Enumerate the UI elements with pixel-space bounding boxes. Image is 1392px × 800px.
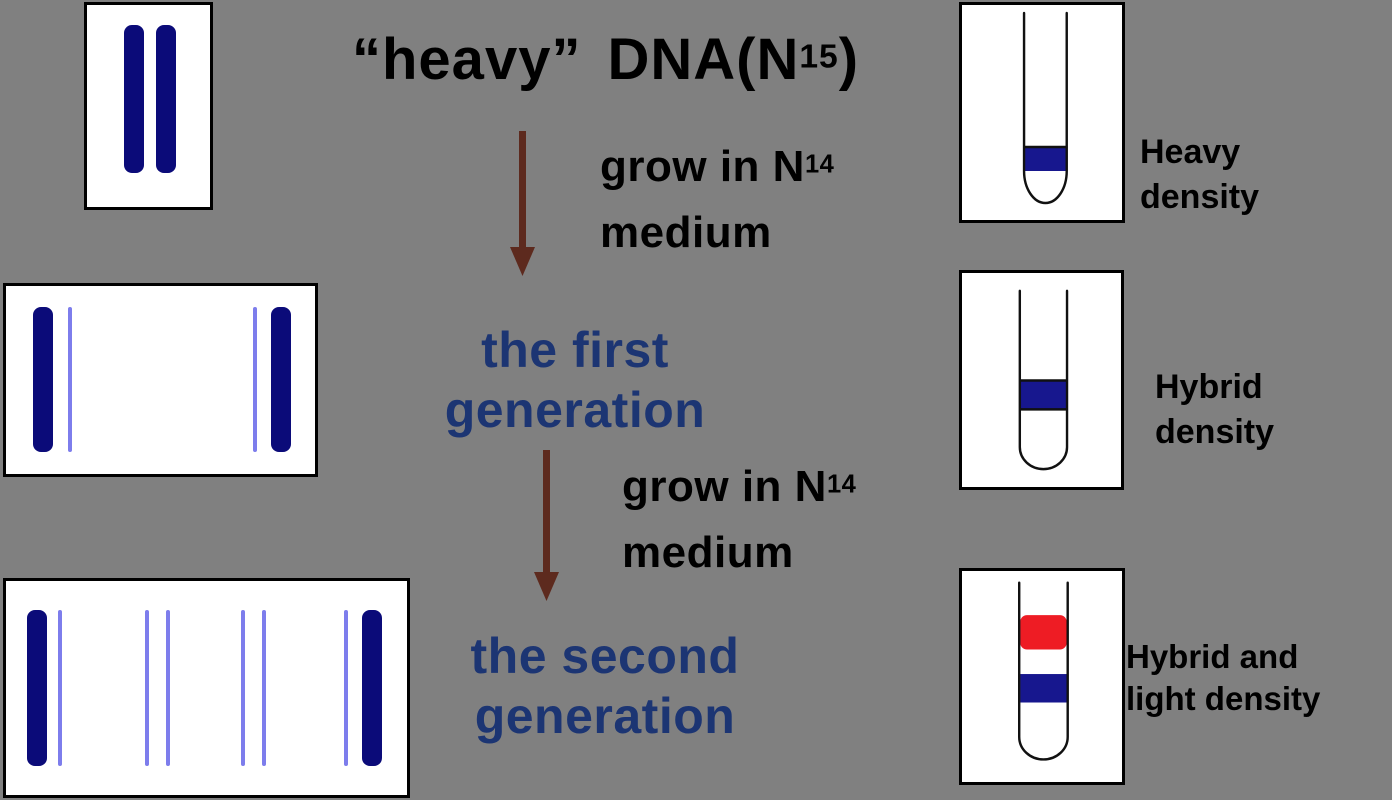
centrifuge-tube: [1022, 11, 1068, 205]
first-generation-line1: the first: [481, 322, 669, 378]
hybrid-density-label: Hybrid density: [1155, 365, 1274, 455]
heavy-density-label: Heavy density: [1140, 130, 1259, 220]
hybrid-light-density-tube-box: [959, 568, 1125, 785]
centrifuge-tube: [1018, 581, 1069, 761]
light-strand-bar: [166, 610, 171, 766]
first-generation-dna-box: [3, 283, 318, 477]
light-strand-bar: [144, 610, 149, 766]
grow-1-isotope: 14: [804, 150, 835, 179]
hybrid-light-density-label: Hybrid and light density: [1126, 636, 1320, 720]
light-strand-bar: [262, 610, 267, 766]
light-strand-bar: [67, 307, 72, 452]
grow-2-isotope: 14: [826, 470, 857, 499]
tube-outline: [1022, 11, 1068, 205]
heavy-strand-bar: [361, 610, 382, 766]
heavy-strand-bar: [123, 25, 144, 173]
grow-1-line2: medium: [600, 208, 772, 257]
tube-outline: [1018, 581, 1069, 761]
down-arrow-2: [534, 450, 559, 601]
heavy-density-tube-box: [959, 2, 1125, 223]
heavy-strand-bar: [26, 610, 47, 766]
second-generation-line1: the second: [470, 628, 740, 684]
heavy-strand-bar: [155, 25, 176, 173]
page-title: “heavy” DNA(N15): [352, 26, 859, 93]
heavy-density-label-line2: density: [1140, 178, 1260, 216]
title-dna-text: DNA(N: [607, 27, 800, 92]
hybrid-density-label-line1: Hybrid: [1155, 368, 1263, 406]
heavy-strand-bar: [33, 307, 54, 452]
tube-outline: [1018, 289, 1069, 471]
title-close-paren: ): [838, 27, 860, 92]
first-generation-label: the first generation: [430, 320, 720, 440]
light-strand-bar: [58, 610, 63, 766]
grow-2-line2: medium: [622, 528, 794, 577]
light-strand-bar: [241, 610, 246, 766]
grow-step-1-label: grow in N14 medium: [600, 134, 834, 266]
grow-2-line1: grow in N: [622, 462, 827, 511]
hybrid-density-tube-box: [959, 270, 1124, 490]
hybrid-light-density-label-line1: Hybrid and: [1126, 638, 1299, 675]
second-generation-dna-box: [3, 578, 410, 798]
heavy-strand-bar: [270, 307, 291, 452]
second-generation-label: the second generation: [450, 626, 760, 746]
light-dna-band: [1020, 615, 1067, 650]
down-arrow-1: [510, 131, 535, 276]
hybrid-density-label-line2: density: [1155, 413, 1275, 451]
parental-dna-box: [84, 2, 213, 210]
centrifuge-tube: [1018, 289, 1069, 471]
title-isotope-superscript: 15: [799, 38, 839, 76]
dna-band: [1020, 380, 1067, 410]
dna-band: [1025, 147, 1066, 171]
second-generation-line2: generation: [474, 688, 736, 744]
title-heavy-word: “heavy”: [352, 27, 582, 92]
first-generation-line2: generation: [444, 382, 706, 438]
grow-step-2-label: grow in N14 medium: [622, 454, 856, 586]
light-strand-bar: [344, 610, 349, 766]
heavy-density-label-line1: Heavy: [1140, 133, 1241, 171]
grow-1-line1: grow in N: [600, 142, 805, 191]
hybrid-light-density-label-line2: light density: [1126, 680, 1321, 717]
light-strand-bar: [253, 307, 258, 452]
dna-band: [1020, 674, 1067, 703]
